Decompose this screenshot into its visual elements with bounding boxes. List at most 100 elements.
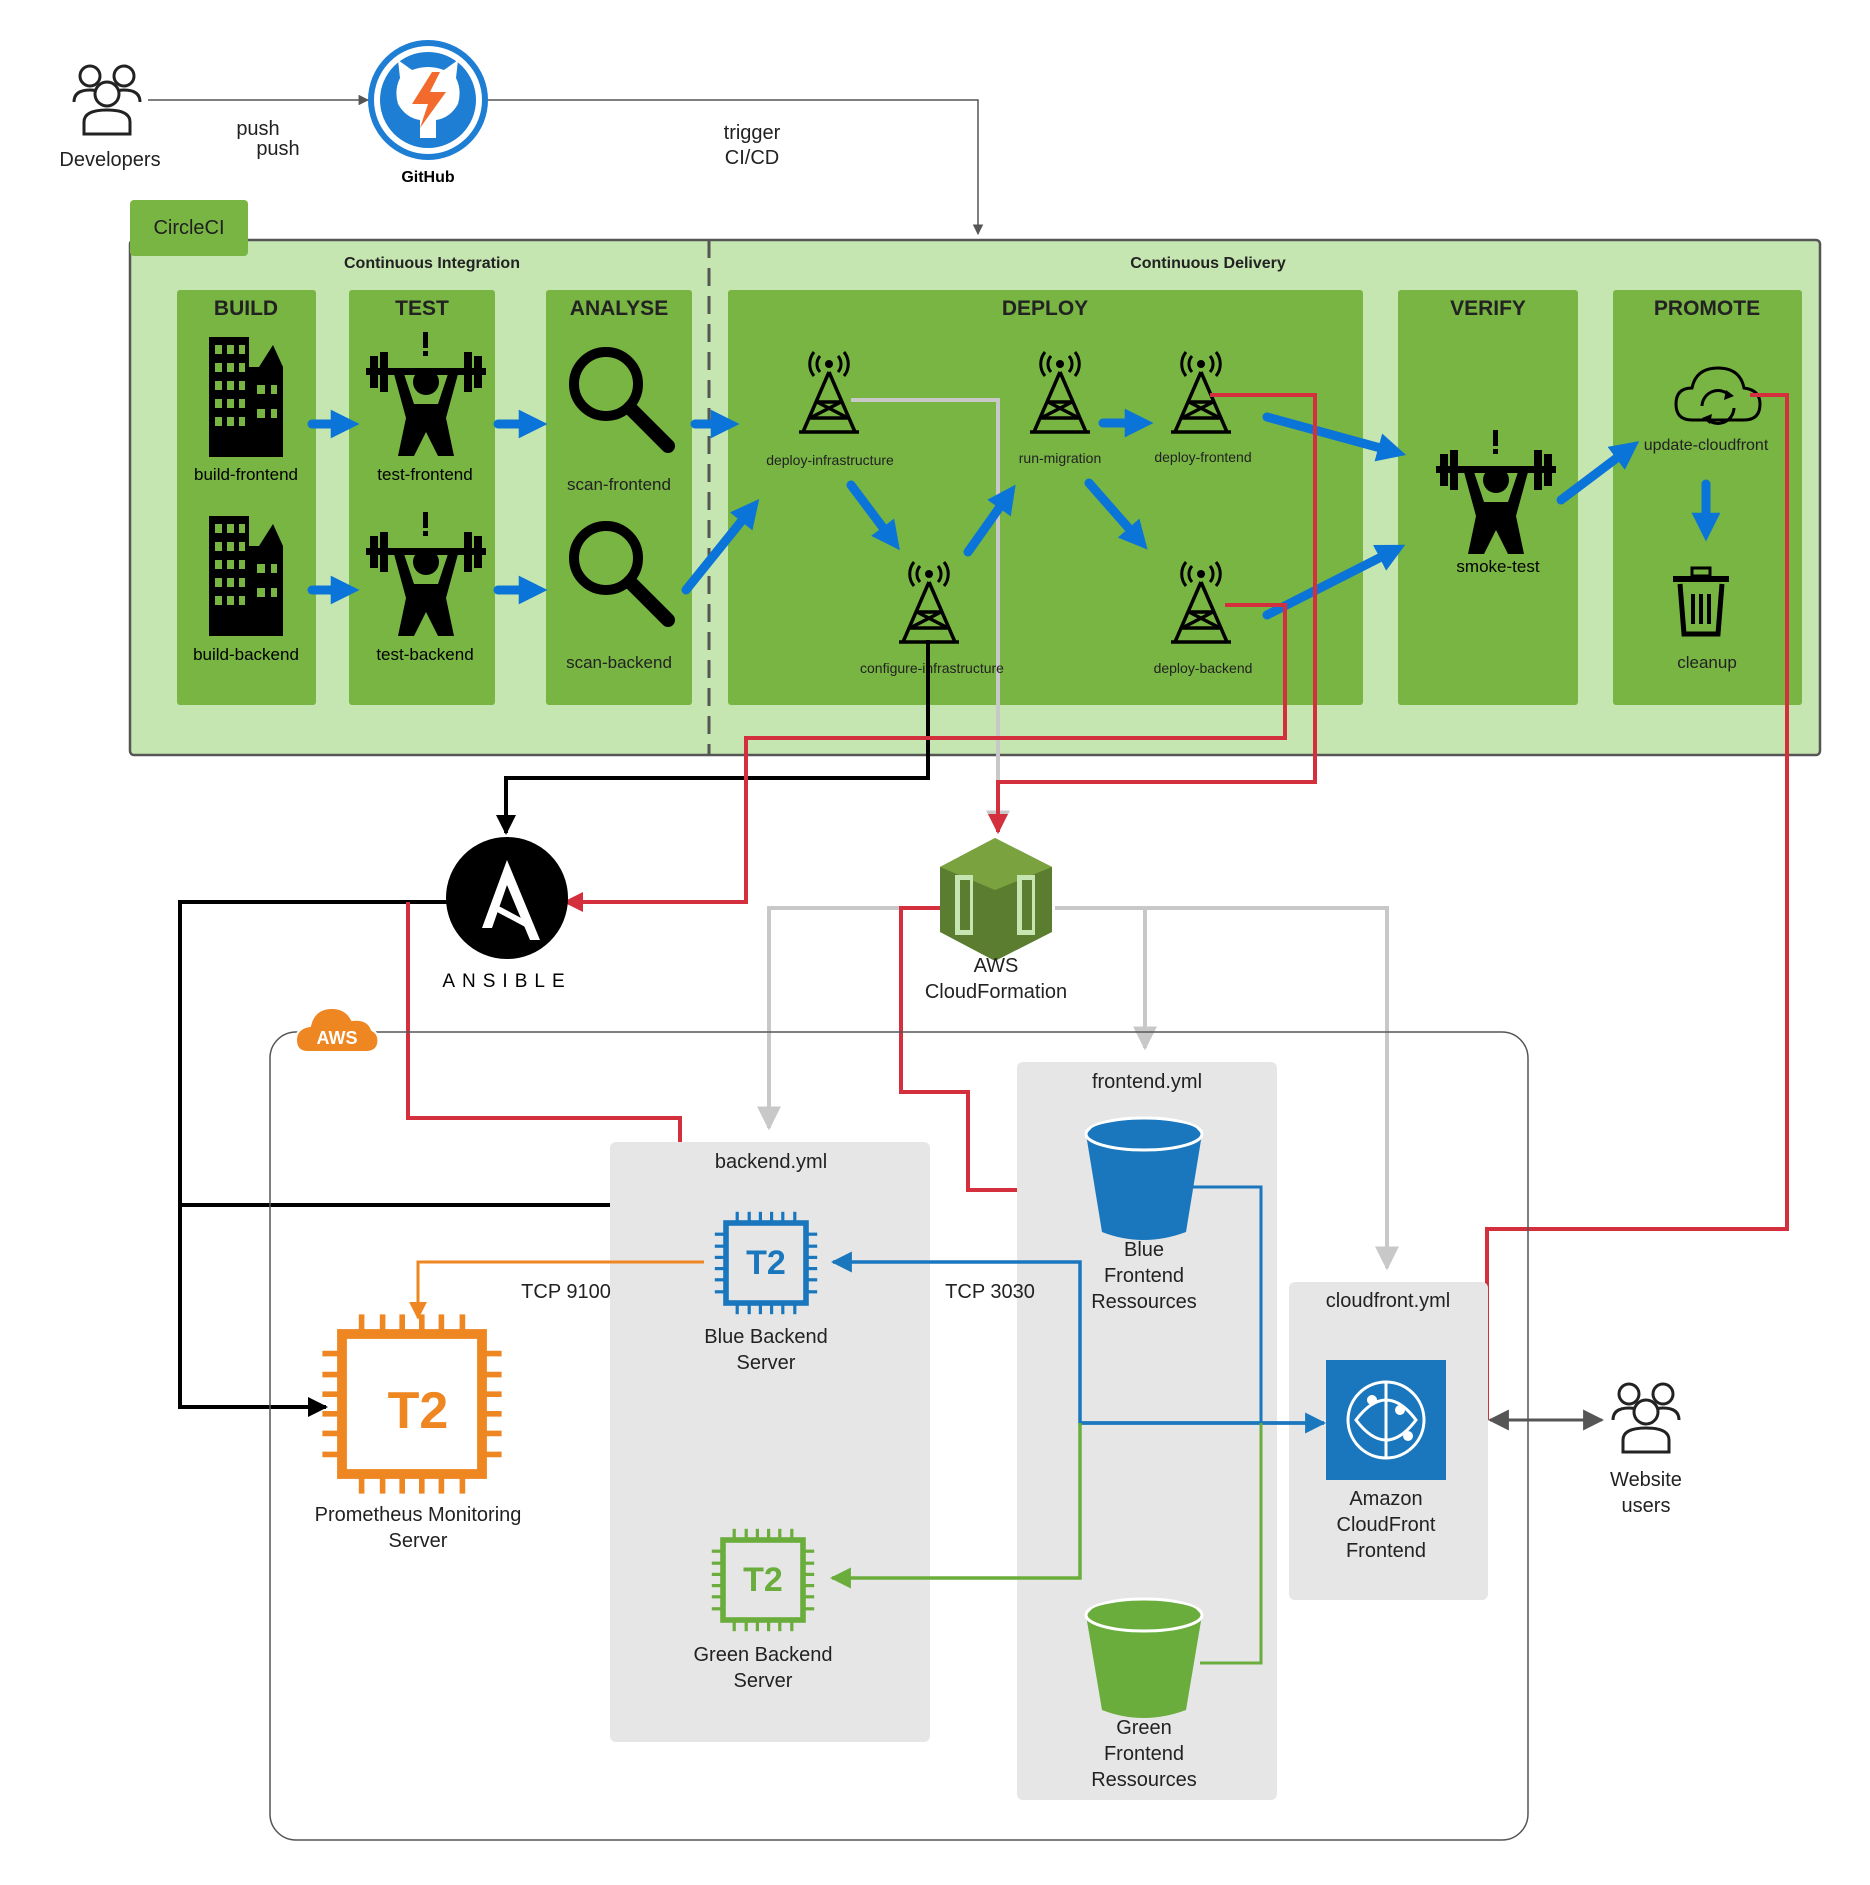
aws-cloud-icon [294,1006,380,1053]
workflow-arrow [1262,544,1406,620]
job-test-backend: test-backend [376,645,473,664]
website-users-label-1: Website [1610,1469,1682,1491]
blue-bucket-icon [1084,1116,1204,1240]
job-smoke-test: smoke-test [1456,557,1539,576]
circleci-label: CircleCI [153,217,224,239]
blue-frontend-label-2: Frontend [1104,1265,1184,1287]
ansible-to-backend-line [180,1203,682,1262]
green-backend-line [829,1423,1082,1589]
ansible-to-prometheus-line [178,900,450,1417]
blue-frontend-label-3: Ressources [1091,1291,1197,1313]
frontend-yml-panel [1017,1062,1277,1800]
job-build-backend: build-backend [193,645,299,664]
job-configure-infrastructure: configure-infrastructure [860,660,1004,676]
cf-to-frontend-line [1055,906,1157,1051]
cloudfront-label-2: CloudFront [1337,1514,1436,1536]
job-test-frontend: test-frontend [377,465,472,484]
stage-test-title: TEST [395,297,449,320]
green-bucket-icon [1084,1597,1204,1718]
circleci-tab [130,200,248,256]
prometheus-label-1: Prometheus Monitoring [315,1504,522,1526]
developers-label: Developers [59,149,160,171]
green-backend-chip-text: T2 [743,1561,783,1599]
aws-badge-label: AWS [316,1028,357,1048]
job-deploy-infrastructure: deploy-infrastructure [766,452,894,468]
job-cleanup: cleanup [1677,653,1737,672]
building-icon [209,516,283,636]
workflow-arrow [1262,412,1407,462]
building-icon [209,337,283,457]
stage-test: TEST [349,290,495,705]
blue-backend-chip-text: T2 [746,1244,786,1282]
cf-to-backend-line [757,906,940,1131]
tcp-3030-label: TCP 3030 [945,1281,1035,1303]
workflow-arrows [307,408,1721,620]
green-frontend-label-1: Green [1116,1717,1172,1739]
ansible-label: ANSIBLE [442,971,571,992]
cd-title: Continuous Delivery [1130,255,1286,272]
backend-yml-title: backend.yml [715,1151,827,1173]
green-frontend-line [1200,1423,1263,1665]
cloudformation-label-2: CloudFormation [925,981,1067,1003]
push-label-2: push [256,138,299,160]
github-icon [368,40,488,160]
green-backend-label-1: Green Backend [694,1644,833,1666]
tcp-9100-line [409,1260,704,1320]
stage-build-title: BUILD [214,297,278,320]
workflow-arrow [846,480,900,551]
workflow-arrow [963,484,1016,557]
cloudformation-label-1: AWS [974,955,1019,977]
job-deploy-frontend: deploy-frontend [1154,449,1251,465]
ci-title: Continuous Integration [344,255,520,272]
job-scan-backend: scan-backend [566,653,672,672]
cloudfront-yml-title: cloudfront.yml [1326,1290,1451,1312]
stage-deploy-title: DEPLOY [1002,297,1088,320]
backend-yml-panel [610,1142,930,1742]
trigger-arrow [488,99,984,236]
cloudformation-grey-line [851,398,1010,835]
website-users-icon [1611,1382,1681,1454]
green-frontend-label-3: Ressources [1091,1769,1197,1791]
job-scan-frontend: scan-frontend [567,475,671,494]
ansible-logo [446,837,568,959]
workflow-arrow [681,499,760,595]
ansible-red-line [563,603,1287,912]
tcp-9100-label: TCP 9100 [521,1281,611,1303]
github-label: GitHub [401,169,455,186]
green-frontend-label-2: Frontend [1104,1743,1184,1765]
website-users-label-2: users [1622,1495,1671,1517]
stage-verify: VERIFY [1398,290,1578,705]
cloudformation-red-line [988,393,1317,834]
job-run-migration: run-migration [1019,450,1101,466]
trash-icon [1673,566,1729,637]
green-backend-label-2: Server [734,1670,793,1692]
cf-red-to-blue-frontend [899,906,1092,1200]
cloudformation-icon [940,838,1052,961]
prometheus-chip-text: T2 [388,1382,449,1440]
ansible-black-line [496,640,930,835]
workflow-arrow [1084,478,1148,550]
developers-icon [72,64,142,136]
push-label-1: push [236,118,279,140]
trigger-label-1: trigger [724,122,781,144]
cloudfront-icon [1326,1360,1446,1480]
stage-analyse-title: ANALYSE [570,297,668,320]
workflow-arrow [1556,441,1640,505]
prometheus-label-2: Server [389,1530,448,1552]
cloudfront-label-3: Frontend [1346,1540,1426,1562]
stage-promote-title: PROMOTE [1654,297,1760,320]
blue-frontend-label-1: Blue [1124,1239,1164,1261]
cloud-sync-icon [1674,366,1762,425]
stage-verify-title: VERIFY [1450,297,1526,320]
trigger-label-2: CI/CD [725,147,779,169]
cf-to-cloudfront-line [1145,906,1399,1271]
aws-container [269,1031,1529,1841]
frontend-yml-title: frontend.yml [1092,1071,1202,1093]
blue-backend-label-1: Blue Backend [704,1326,827,1348]
stage-deploy: DEPLOY [728,290,1363,705]
cloudfront-label-1: Amazon [1349,1488,1422,1510]
job-deploy-backend: deploy-backend [1154,660,1253,676]
job-update-cloudfront: update-cloudfront [1644,437,1769,454]
blue-backend-label-2: Server [737,1352,796,1374]
